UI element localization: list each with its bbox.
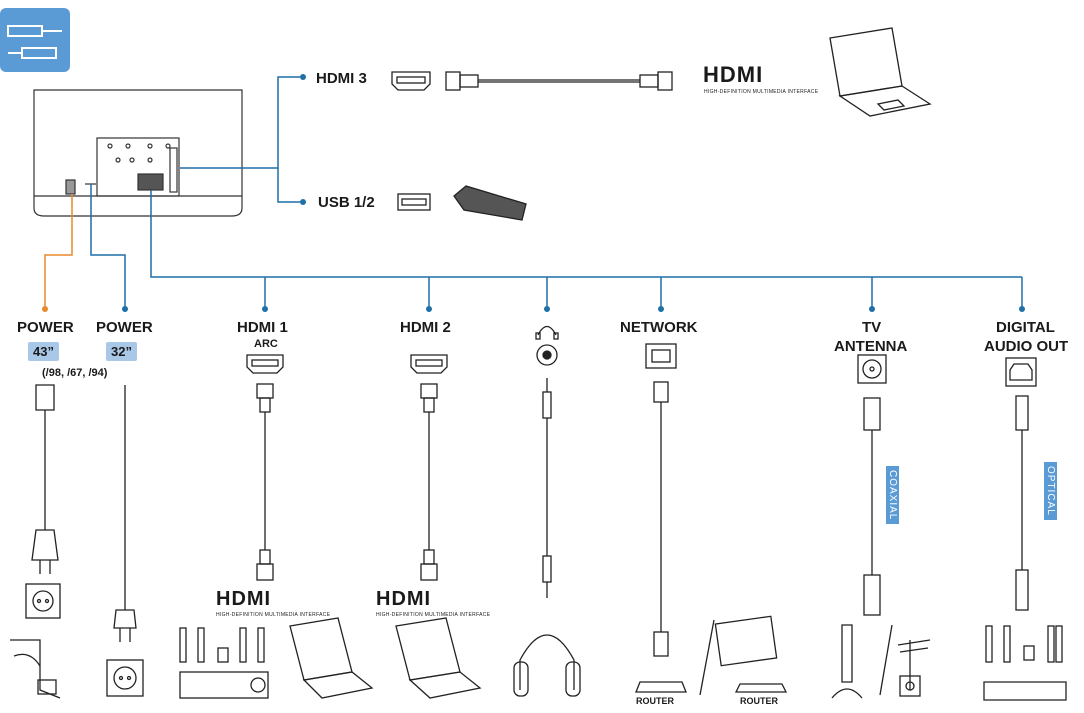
antenna-cable-icon bbox=[831, 354, 931, 699]
power1-badge: 43” bbox=[28, 342, 59, 361]
hdmi1-label: HDMI 1 bbox=[237, 319, 288, 336]
laptop-icon bbox=[829, 27, 932, 117]
line-end-dots bbox=[122, 74, 1025, 312]
usb-label: USB 1/2 bbox=[318, 194, 375, 211]
hdmi2-label: HDMI 2 bbox=[400, 319, 451, 336]
router2-label: ROUTER bbox=[740, 696, 778, 706]
hdmi1-sub: ARC bbox=[254, 338, 278, 350]
tv-back-panel bbox=[33, 89, 243, 217]
hdmi1-devices-icon bbox=[179, 617, 374, 699]
hdmi-logo-1: HDMI bbox=[216, 588, 272, 610]
optical-cable-icon bbox=[983, 357, 1067, 701]
hdmi1-cable-icon bbox=[246, 354, 284, 581]
hdmi-logo-2: HDMI bbox=[376, 588, 432, 610]
power2-badge: 32” bbox=[106, 342, 137, 361]
digital-label: DIGITAL bbox=[996, 319, 1055, 336]
router1-label: ROUTER bbox=[636, 696, 674, 706]
power2-label: POWER bbox=[96, 319, 153, 336]
cable-connection-icon bbox=[0, 8, 70, 72]
hdmi-logo-top: HDMI bbox=[703, 62, 764, 87]
power1-note: (/98, /67, /94) bbox=[42, 367, 108, 379]
connection-lines bbox=[90, 76, 1023, 308]
hdmi-logo-sub-top: HIGH-DEFINITION MULTIMEDIA INTERFACE bbox=[704, 89, 819, 95]
hdmi2-laptop-icon bbox=[395, 617, 482, 699]
power1-label: POWER bbox=[17, 319, 74, 336]
optical-tag: OPTICAL bbox=[1044, 462, 1057, 520]
tv-label: TV bbox=[862, 319, 882, 336]
audio-out-label: AUDIO OUT bbox=[984, 338, 1069, 355]
orange-dot bbox=[42, 306, 48, 312]
network-label: NETWORK bbox=[620, 319, 698, 336]
usb-stick-icon bbox=[397, 185, 527, 221]
antenna-label: ANTENNA bbox=[834, 338, 908, 355]
headphone-jack-icon bbox=[513, 325, 581, 697]
hdmi3-label: HDMI 3 bbox=[316, 70, 367, 87]
coaxial-tag: COAXIAL bbox=[886, 466, 899, 525]
hdmi2-cable-icon bbox=[410, 354, 448, 581]
hdmi3-cable-icon bbox=[391, 71, 673, 91]
hdmi-logo-sub-2: HIGH-DEFINITION MULTIMEDIA INTERFACE bbox=[376, 612, 491, 618]
power-cable-43-icon bbox=[10, 384, 61, 699]
network-port-icon bbox=[635, 343, 788, 696]
hdmi-logo-sub-1: HIGH-DEFINITION MULTIMEDIA INTERFACE bbox=[216, 612, 331, 618]
power-cable-32-icon bbox=[106, 385, 144, 697]
power-line-orange bbox=[44, 194, 73, 308]
